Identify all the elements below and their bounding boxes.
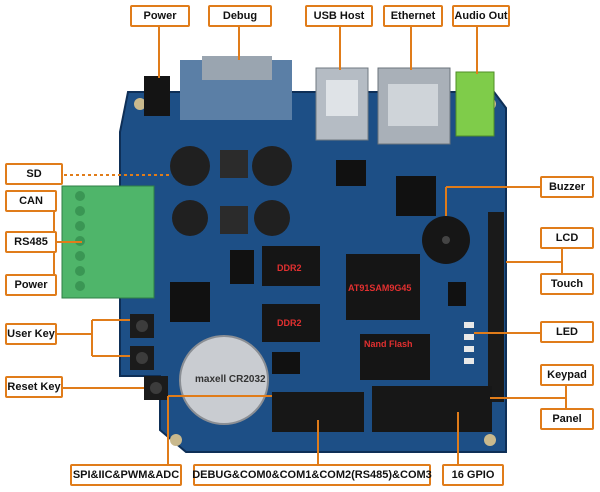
ic-chip: [272, 352, 300, 374]
label-rs485: RS485: [5, 231, 57, 253]
label-debug-com: DEBUG&COM0&COM1&COM2(RS485)&COM3: [192, 464, 432, 486]
cpu-chip: [346, 254, 420, 320]
audio-jack: [455, 71, 495, 137]
capacitor: [254, 200, 290, 236]
capacitor: [172, 200, 208, 236]
lcd-header: [488, 212, 504, 402]
coin-battery: [179, 335, 269, 425]
ic-chip: [230, 250, 254, 284]
cpu-label: AT91SAM9G45: [348, 283, 412, 293]
nand-flash-label: Nand Flash: [364, 339, 413, 349]
label-reset-key: Reset Key: [5, 376, 63, 398]
ddr2-chip-top: [262, 246, 320, 286]
ethernet-port: [388, 84, 438, 126]
usb-port: [326, 80, 358, 116]
label-sd: SD: [5, 163, 63, 185]
label-power-left: Power: [5, 274, 57, 296]
nand-flash-chip: [360, 334, 430, 380]
label-audio-out: Audio Out: [452, 5, 510, 27]
inductor: [220, 206, 248, 234]
callout-lines: [53, 26, 567, 466]
label-keypad: Keypad: [540, 364, 594, 386]
mount-hole: [484, 434, 496, 446]
ddr2-bottom-label: DDR2: [277, 318, 302, 328]
label-spi-iic-pwm-adc: SPI&IIC&PWM&ADC: [70, 464, 182, 486]
debug-db9-shell: [202, 56, 272, 80]
mount-hole: [170, 434, 182, 446]
ddr2-chip-bottom: [262, 304, 320, 342]
capacitor: [170, 146, 210, 186]
ddr2-top-label: DDR2: [277, 263, 302, 273]
capacitor: [252, 146, 292, 186]
label-can: CAN: [5, 190, 57, 212]
label-usb-host: USB Host: [305, 5, 373, 27]
label-buzzer: Buzzer: [540, 176, 594, 198]
ic-chip: [336, 160, 366, 186]
label-user-key: User Key: [5, 323, 57, 345]
ic-chip: [396, 176, 436, 216]
inductor: [220, 150, 248, 178]
power-jack: [144, 76, 170, 116]
ic-chip: [170, 282, 210, 322]
label-lcd: LCD: [540, 227, 594, 249]
label-panel: Panel: [540, 408, 594, 430]
label-ethernet: Ethernet: [383, 5, 443, 27]
com-header: [372, 386, 492, 432]
label-debug: Debug: [208, 5, 272, 27]
battery-label: maxell CR2032: [195, 374, 266, 385]
label-led: LED: [540, 321, 594, 343]
label-touch: Touch: [540, 273, 594, 295]
label-power-top: Power: [130, 5, 190, 27]
ic-chip: [448, 282, 466, 306]
mount-hole: [134, 98, 146, 110]
label-16-gpio: 16 GPIO: [442, 464, 504, 486]
